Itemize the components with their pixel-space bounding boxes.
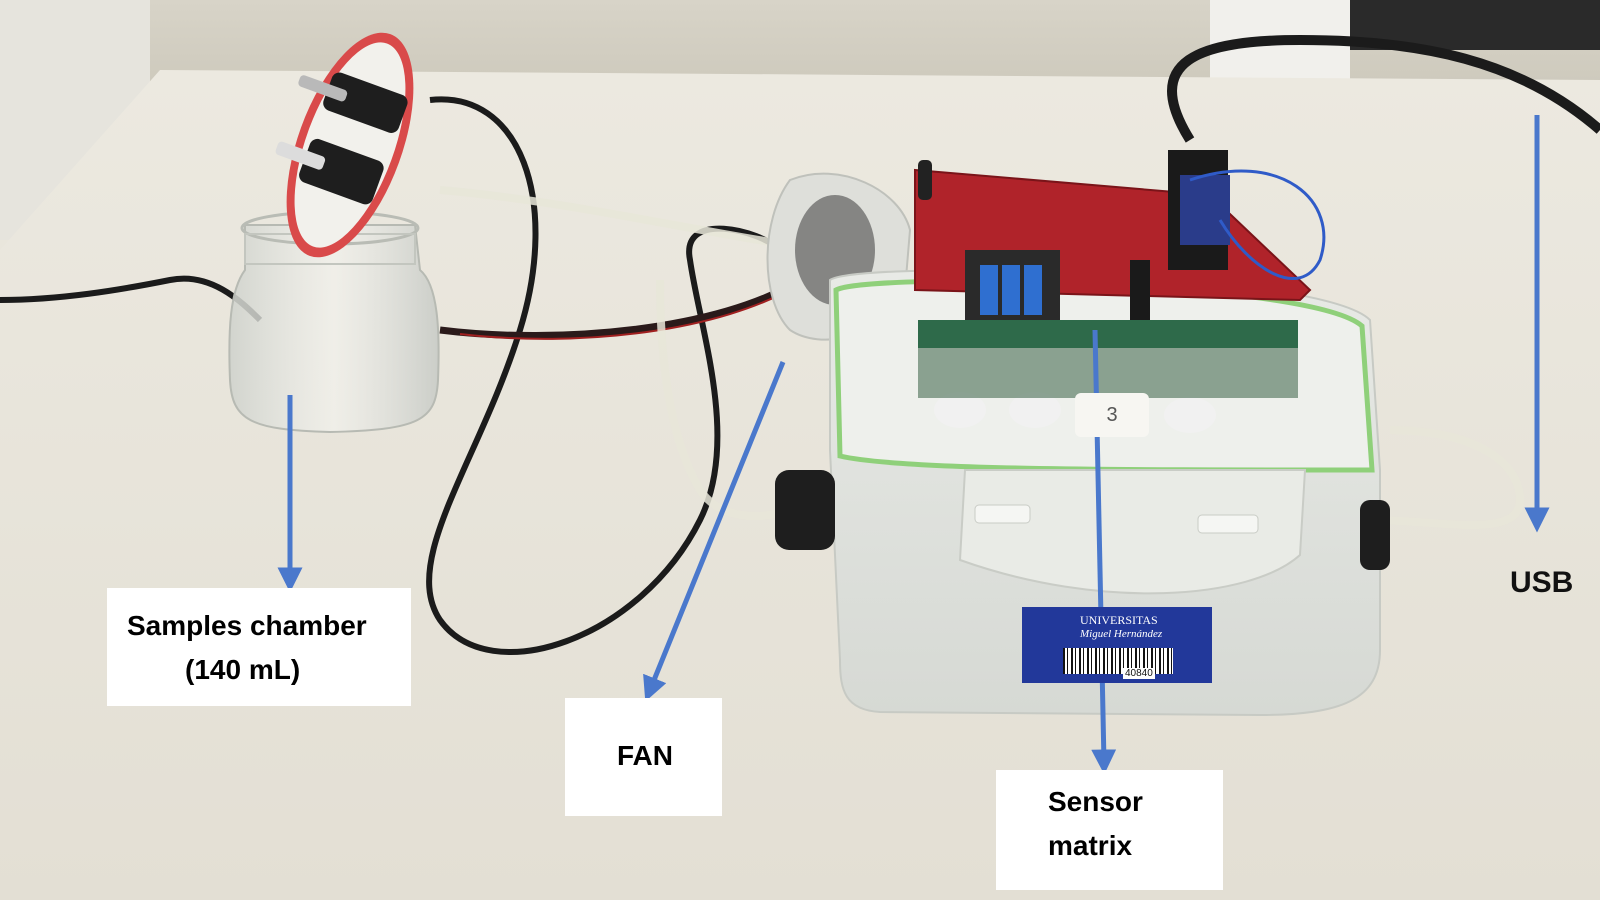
arrow-fan (643, 361, 786, 702)
fan-label-text: FAN (617, 740, 673, 771)
black-cable-loop (426, 96, 783, 655)
usb-cable (1167, 34, 1600, 143)
sensor-matrix-label: Sensor matrix (996, 770, 1223, 890)
tube-left (439, 186, 792, 520)
jar-lid (275, 32, 414, 258)
samples-chamber-label-line2: (140 mL) (185, 654, 301, 685)
university-tag-title: UNIVERSITAS (1080, 613, 1158, 627)
sensor-matrix-label-line1: Sensor (1048, 786, 1143, 817)
samples-chamber-label: Samples chamber (140 mL) (107, 588, 411, 706)
red-wire (459, 283, 801, 340)
samples-jar (228, 210, 440, 434)
barcode-number: 40840 (1123, 668, 1155, 679)
samples-chamber-label-line1: Samples chamber (127, 610, 367, 641)
usb-label: USB (1510, 566, 1574, 599)
sensor-matrix-label-line2: matrix (1048, 830, 1133, 861)
tube-right (1369, 426, 1525, 529)
blue-jumper-wire (1189, 169, 1326, 280)
university-tag-subtitle: Miguel Hernández (1080, 628, 1163, 640)
barcode (1063, 648, 1173, 674)
pcb-stack (914, 150, 1326, 398)
container-number-sticker: 3 (1075, 393, 1149, 437)
fan-label: FAN (565, 698, 722, 816)
